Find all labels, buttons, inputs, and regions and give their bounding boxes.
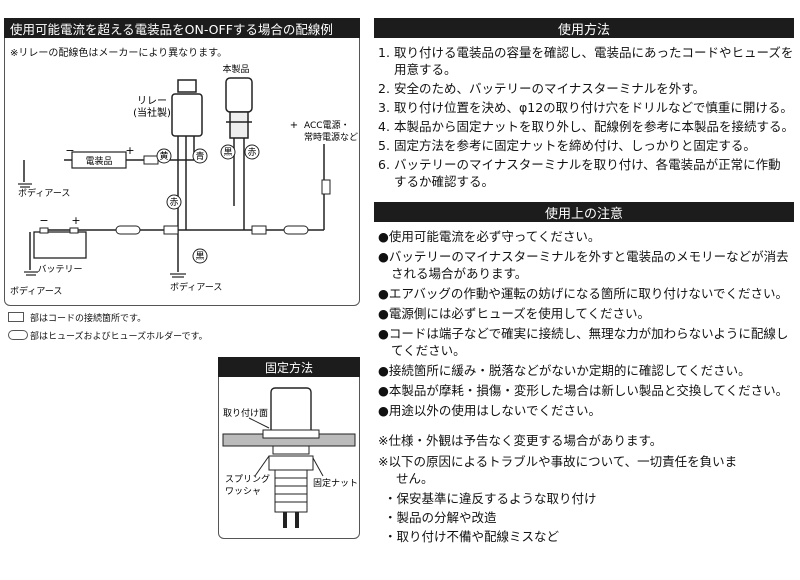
fuse-mark (115, 225, 141, 235)
usage-step-2: 2.安全のため、バッテリーのマイナスターミナルを外す。 (378, 81, 706, 96)
caution-item: ●用途以外の使用はしないでください。 (378, 403, 602, 418)
caution-item: ●エアバッグの作動や運転の妨げになる箇所に取り付けないでください。 (378, 286, 789, 301)
plus-mark: + (125, 144, 134, 157)
acc-label-2: 常時電源など (304, 131, 358, 143)
spring-washer-label-2: ワッシャ (225, 487, 261, 497)
legend-cord-text: 部はコードの接続箇所です。 (30, 314, 147, 324)
minus-mark: − (65, 144, 74, 157)
mount-surface-label: 取り付け面 (223, 408, 268, 419)
earth-label: ボディアース (10, 285, 62, 297)
spec-note: ※仕様・外観は予告なく変更する場合があります。 (378, 433, 663, 448)
cause-item: ・取り付け不備や配線ミスなど (384, 529, 560, 544)
relay-icon (171, 93, 203, 137)
svg-text:青: 青 (195, 150, 204, 162)
usage-step-5: 5.固定方法を参考に固定ナットを締め付け、しっかりと固定する。 (378, 138, 756, 153)
minus-mark: − (39, 214, 48, 227)
electrical-device-label: 電装品 (85, 155, 112, 167)
relay-sub-label: (当社製) (133, 106, 171, 119)
usage-step-6: 6.バッテリーのマイナスターミナルを取り付け、各電装品が正常に作動するか確認する… (378, 157, 781, 189)
fixing-nut-label: 固定ナット (313, 477, 358, 489)
usage-step-3: 3.取り付け位置を決め、φ12の取り付け穴をドリルなどで慎重に開ける。 (378, 100, 793, 115)
fuse-mark (283, 225, 309, 235)
fuse-mark (321, 179, 331, 195)
cord-joint (251, 225, 267, 235)
caution-item: ●接続箇所に緩み・脱落などがないか定期的に確認してください。 (378, 363, 751, 378)
earth-label: ボディアース (170, 281, 222, 293)
acc-label-1: ACC電源・ (304, 120, 350, 131)
plus-mark: + (290, 120, 298, 131)
product-label: 本製品 (222, 63, 249, 75)
caution-item: ●本製品が摩耗・損傷・変形した場合は新しい製品と交換してください。 (378, 383, 789, 398)
usage-step-1: 1.取り付ける電装品の容量を確認し、電装品にあったコードやヒューズを用意する。 (378, 45, 794, 77)
caution-list: ●使用可能電流を必ず守ってください。 ●バッテリーのマイナスターミナルを外すと電… (378, 228, 794, 419)
legend-cord-swatch (8, 312, 24, 322)
battery-icon (33, 231, 87, 259)
svg-text:黒: 黒 (223, 147, 232, 158)
wiring-diagram: 電装品 バッテリー 黄 青 黒 赤 赤 黒 リレー (当社製) 本製品 ACC電… (10, 63, 358, 297)
usage-step-4: 4.本製品から固定ナットを取り外し、配線例を参考に本製品を接続する。 (378, 119, 795, 134)
plus-mark: + (71, 214, 80, 227)
cause-item: ・製品の分解や改造 (384, 510, 497, 525)
battery-label: バッテリー (37, 264, 82, 275)
notes: ※仕様・外観は予告なく変更する場合があります。 ※以下の原因によるトラブルや事故… (378, 432, 794, 545)
usage-steps: 1.取り付ける電装品の容量を確認し、電装品にあったコードやヒューズを用意する。 … (378, 44, 794, 190)
relay-color-note: ※リレーの配線色はメーカーにより異なります。 (10, 48, 228, 59)
svg-text:黒: 黒 (195, 251, 204, 262)
svg-text:赤: 赤 (169, 197, 178, 208)
cord-joint (163, 225, 179, 235)
fixing-diagram: 取り付け面 スプリング ワッシャ 固定ナット (222, 387, 358, 528)
cord-joint (143, 155, 159, 165)
caution-item: ●バッテリーのマイナスターミナルを外すと電装品のメモリーなどが消去される場合があ… (378, 249, 789, 281)
caution-item: ●コードは端子などで確実に接続し、無理な力が加わらないように配線してください。 (378, 326, 789, 358)
product-icon (225, 77, 253, 113)
legend-fuse-swatch (8, 330, 28, 340)
usage-title: 使用方法 (374, 18, 794, 38)
cause-item: ・保安基準に違反するような取り付け (384, 491, 597, 506)
caution-title: 使用上の注意 (374, 202, 794, 222)
svg-text:黄: 黄 (159, 150, 168, 162)
fixing-title: 固定方法 (218, 357, 360, 377)
caution-item: ●電源側には必ずヒューズを使用してください。 (378, 306, 651, 321)
spring-washer-label-1: スプリング (225, 473, 270, 485)
electrical-device-box (71, 151, 127, 169)
liability-note: ※以下の原因によるトラブルや事故について、一切責任を負いません。 (378, 454, 738, 486)
svg-text:赤: 赤 (247, 147, 256, 158)
relay-label: リレー (137, 96, 167, 107)
earth-label: ボディアース (18, 187, 70, 199)
wiring-title: 使用可能電流を超える電装品をON-OFFする場合の配線例 (4, 18, 360, 38)
caution-item: ●使用可能電流を必ず守ってください。 (378, 229, 601, 244)
legend-fuse-text: 部はヒューズおよびヒューズホルダーです。 (30, 332, 208, 342)
